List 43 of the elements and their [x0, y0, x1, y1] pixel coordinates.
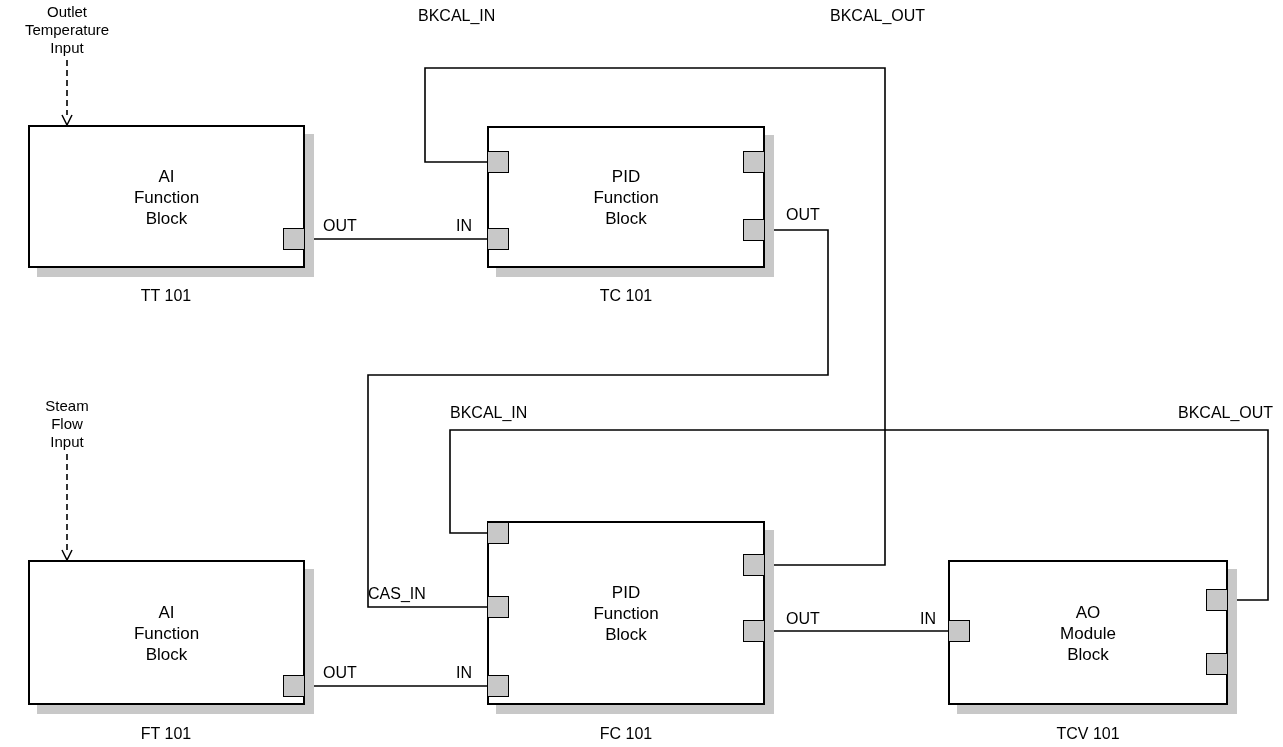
port-square	[743, 151, 765, 173]
port-square	[283, 675, 305, 697]
input-label: Outlet Temperature Input	[22, 3, 112, 57]
signal-line	[367, 229, 829, 608]
port-label: BKCAL_OUT	[1178, 404, 1274, 422]
block-title: PID Function Block	[592, 165, 660, 229]
port-label: OUT	[323, 217, 357, 235]
tag-label: TC 101	[599, 287, 653, 305]
port-label: BKCAL_OUT	[830, 7, 926, 25]
port-label: IN	[456, 217, 472, 235]
port-square	[948, 620, 970, 642]
port-square	[487, 596, 509, 618]
port-label: OUT	[323, 664, 357, 682]
port-label: OUT	[786, 206, 820, 224]
port-label: CAS_IN	[368, 585, 426, 603]
port-label: IN	[456, 664, 472, 682]
port-square	[743, 219, 765, 241]
port-square	[487, 522, 509, 544]
port-square	[487, 151, 509, 173]
port-square	[487, 675, 509, 697]
block-title: AO Module Block	[1059, 601, 1117, 664]
tag-label: FC 101	[599, 725, 653, 743]
port-label: OUT	[786, 610, 820, 628]
block-title: AI Function Block	[132, 165, 201, 228]
port-square	[283, 228, 305, 250]
port-label: BKCAL_IN	[418, 7, 496, 25]
tag-label: FT 101	[140, 725, 192, 743]
port-label: IN	[920, 610, 936, 628]
port-square	[1206, 653, 1228, 675]
signal-line	[424, 67, 886, 566]
block-title: PID Function Block	[592, 581, 660, 645]
port-label: BKCAL_IN	[450, 404, 528, 422]
signal-line	[449, 429, 1269, 601]
tag-label: TT 101	[140, 287, 192, 305]
port-square	[743, 554, 765, 576]
input-arrow	[61, 59, 73, 126]
tag-label: TCV 101	[1056, 725, 1120, 743]
port-square	[487, 228, 509, 250]
port-square	[743, 620, 765, 642]
input-arrow	[61, 453, 73, 561]
input-label: Steam Flow Input	[42, 397, 92, 451]
port-square	[1206, 589, 1228, 611]
block-title: AI Function Block	[132, 601, 201, 664]
